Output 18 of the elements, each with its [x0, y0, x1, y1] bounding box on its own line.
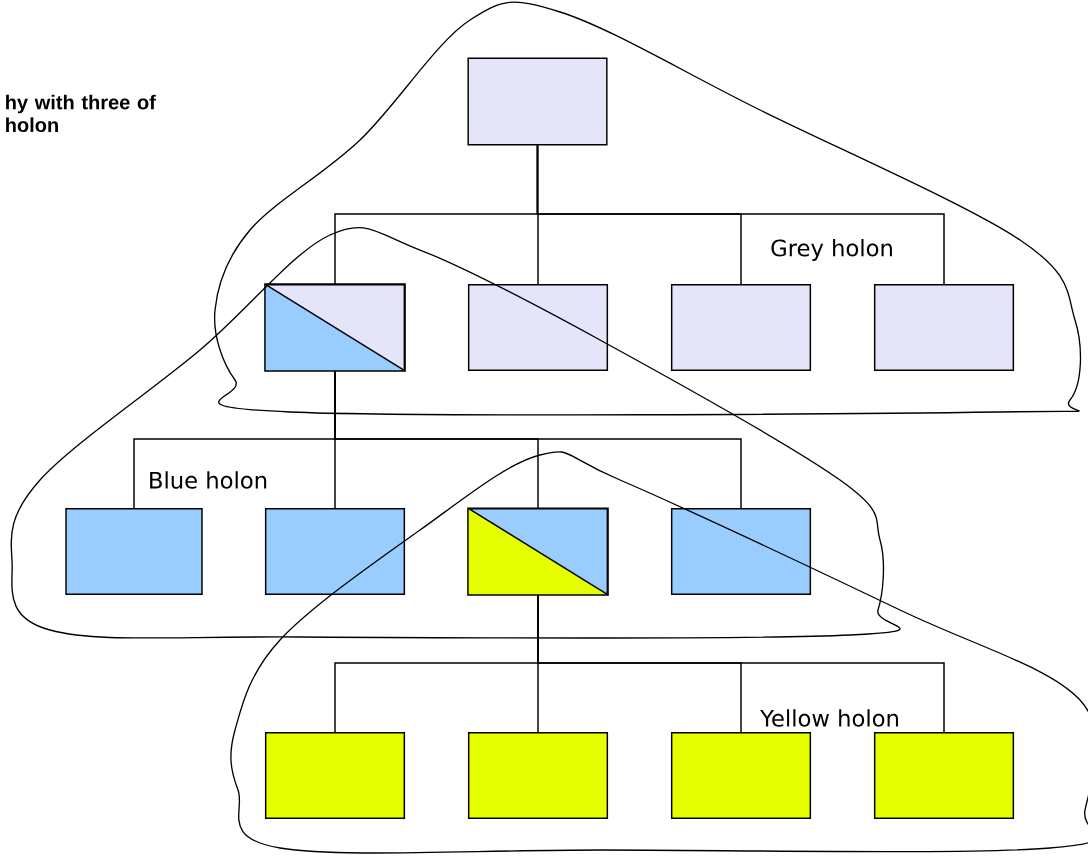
box	[670, 508, 812, 595]
split-box	[264, 283, 406, 372]
box	[873, 284, 1015, 371]
connector-line	[537, 594, 945, 733]
box	[264, 732, 406, 819]
title: hy with three of holon	[6, 94, 156, 133]
box	[65, 508, 203, 595]
holon-outline: Grey holon	[213, 1, 1082, 416]
box	[670, 732, 812, 819]
box	[467, 732, 609, 819]
box	[467, 284, 609, 371]
box	[670, 284, 812, 371]
box	[873, 732, 1015, 819]
connector-line	[334, 370, 742, 509]
connector-line	[536, 144, 945, 285]
box	[264, 508, 406, 595]
box	[467, 57, 608, 146]
split-box	[467, 507, 609, 596]
